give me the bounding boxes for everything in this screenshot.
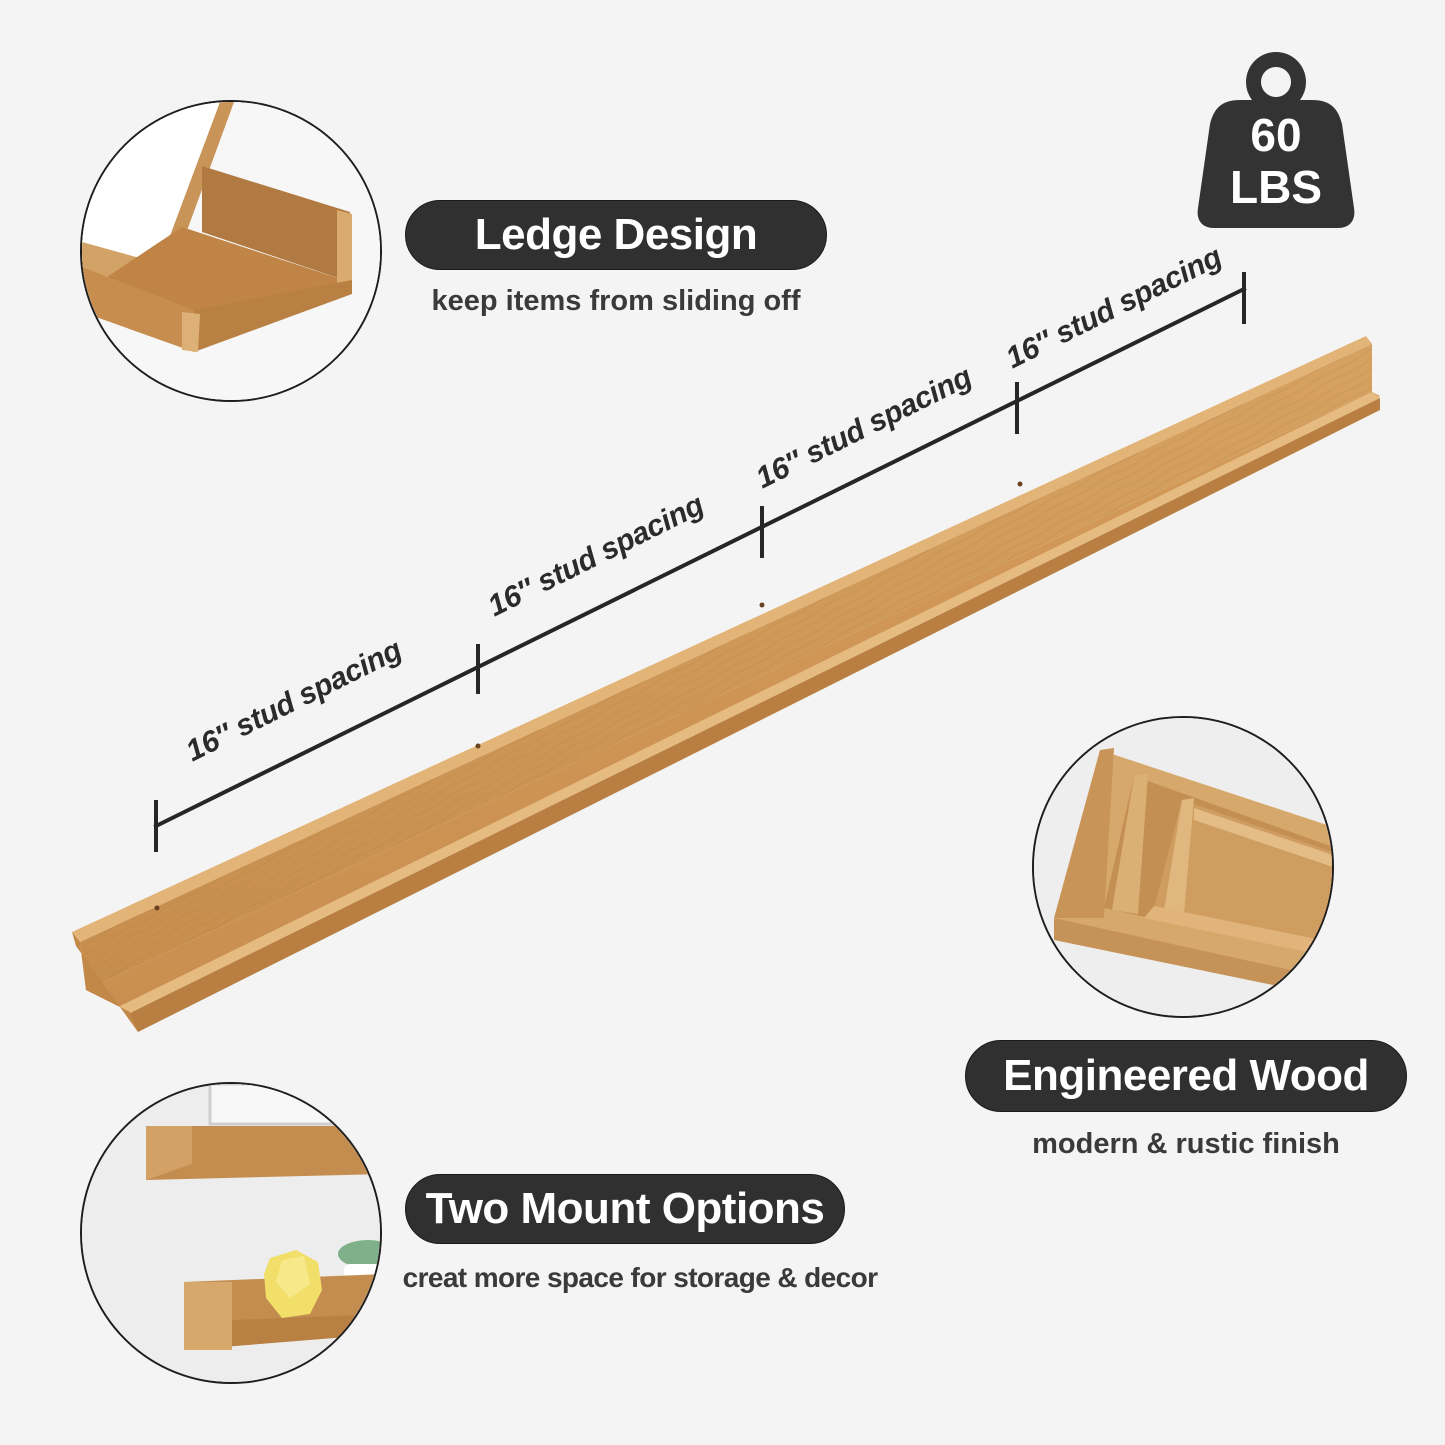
feature-subtitle-engineered-wood: modern & rustic finish bbox=[1032, 1128, 1340, 1160]
feature-subtitle-ledge-design: keep items from sliding off bbox=[431, 285, 801, 317]
stacked-shelves-closeup-image bbox=[1032, 716, 1334, 1018]
mounted-shelves-image bbox=[80, 1082, 382, 1384]
ledge-closeup-image bbox=[80, 100, 382, 402]
weight-unit: LBS bbox=[1230, 161, 1322, 213]
feature-title-two-mount-options: Two Mount Options bbox=[405, 1174, 845, 1244]
weight-icon bbox=[1197, 52, 1355, 228]
feature-subtitle-two-mount-options: creat more space for storage & decor bbox=[402, 1262, 878, 1293]
weight-value: 60 bbox=[1250, 109, 1302, 161]
feature-title-ledge-design: Ledge Design bbox=[405, 200, 827, 270]
weight-capacity-badge: 60 LBS bbox=[1196, 50, 1356, 230]
feature-title-engineered-wood: Engineered Wood bbox=[965, 1040, 1407, 1112]
stud-spacing-dimension-line bbox=[153, 272, 1247, 852]
